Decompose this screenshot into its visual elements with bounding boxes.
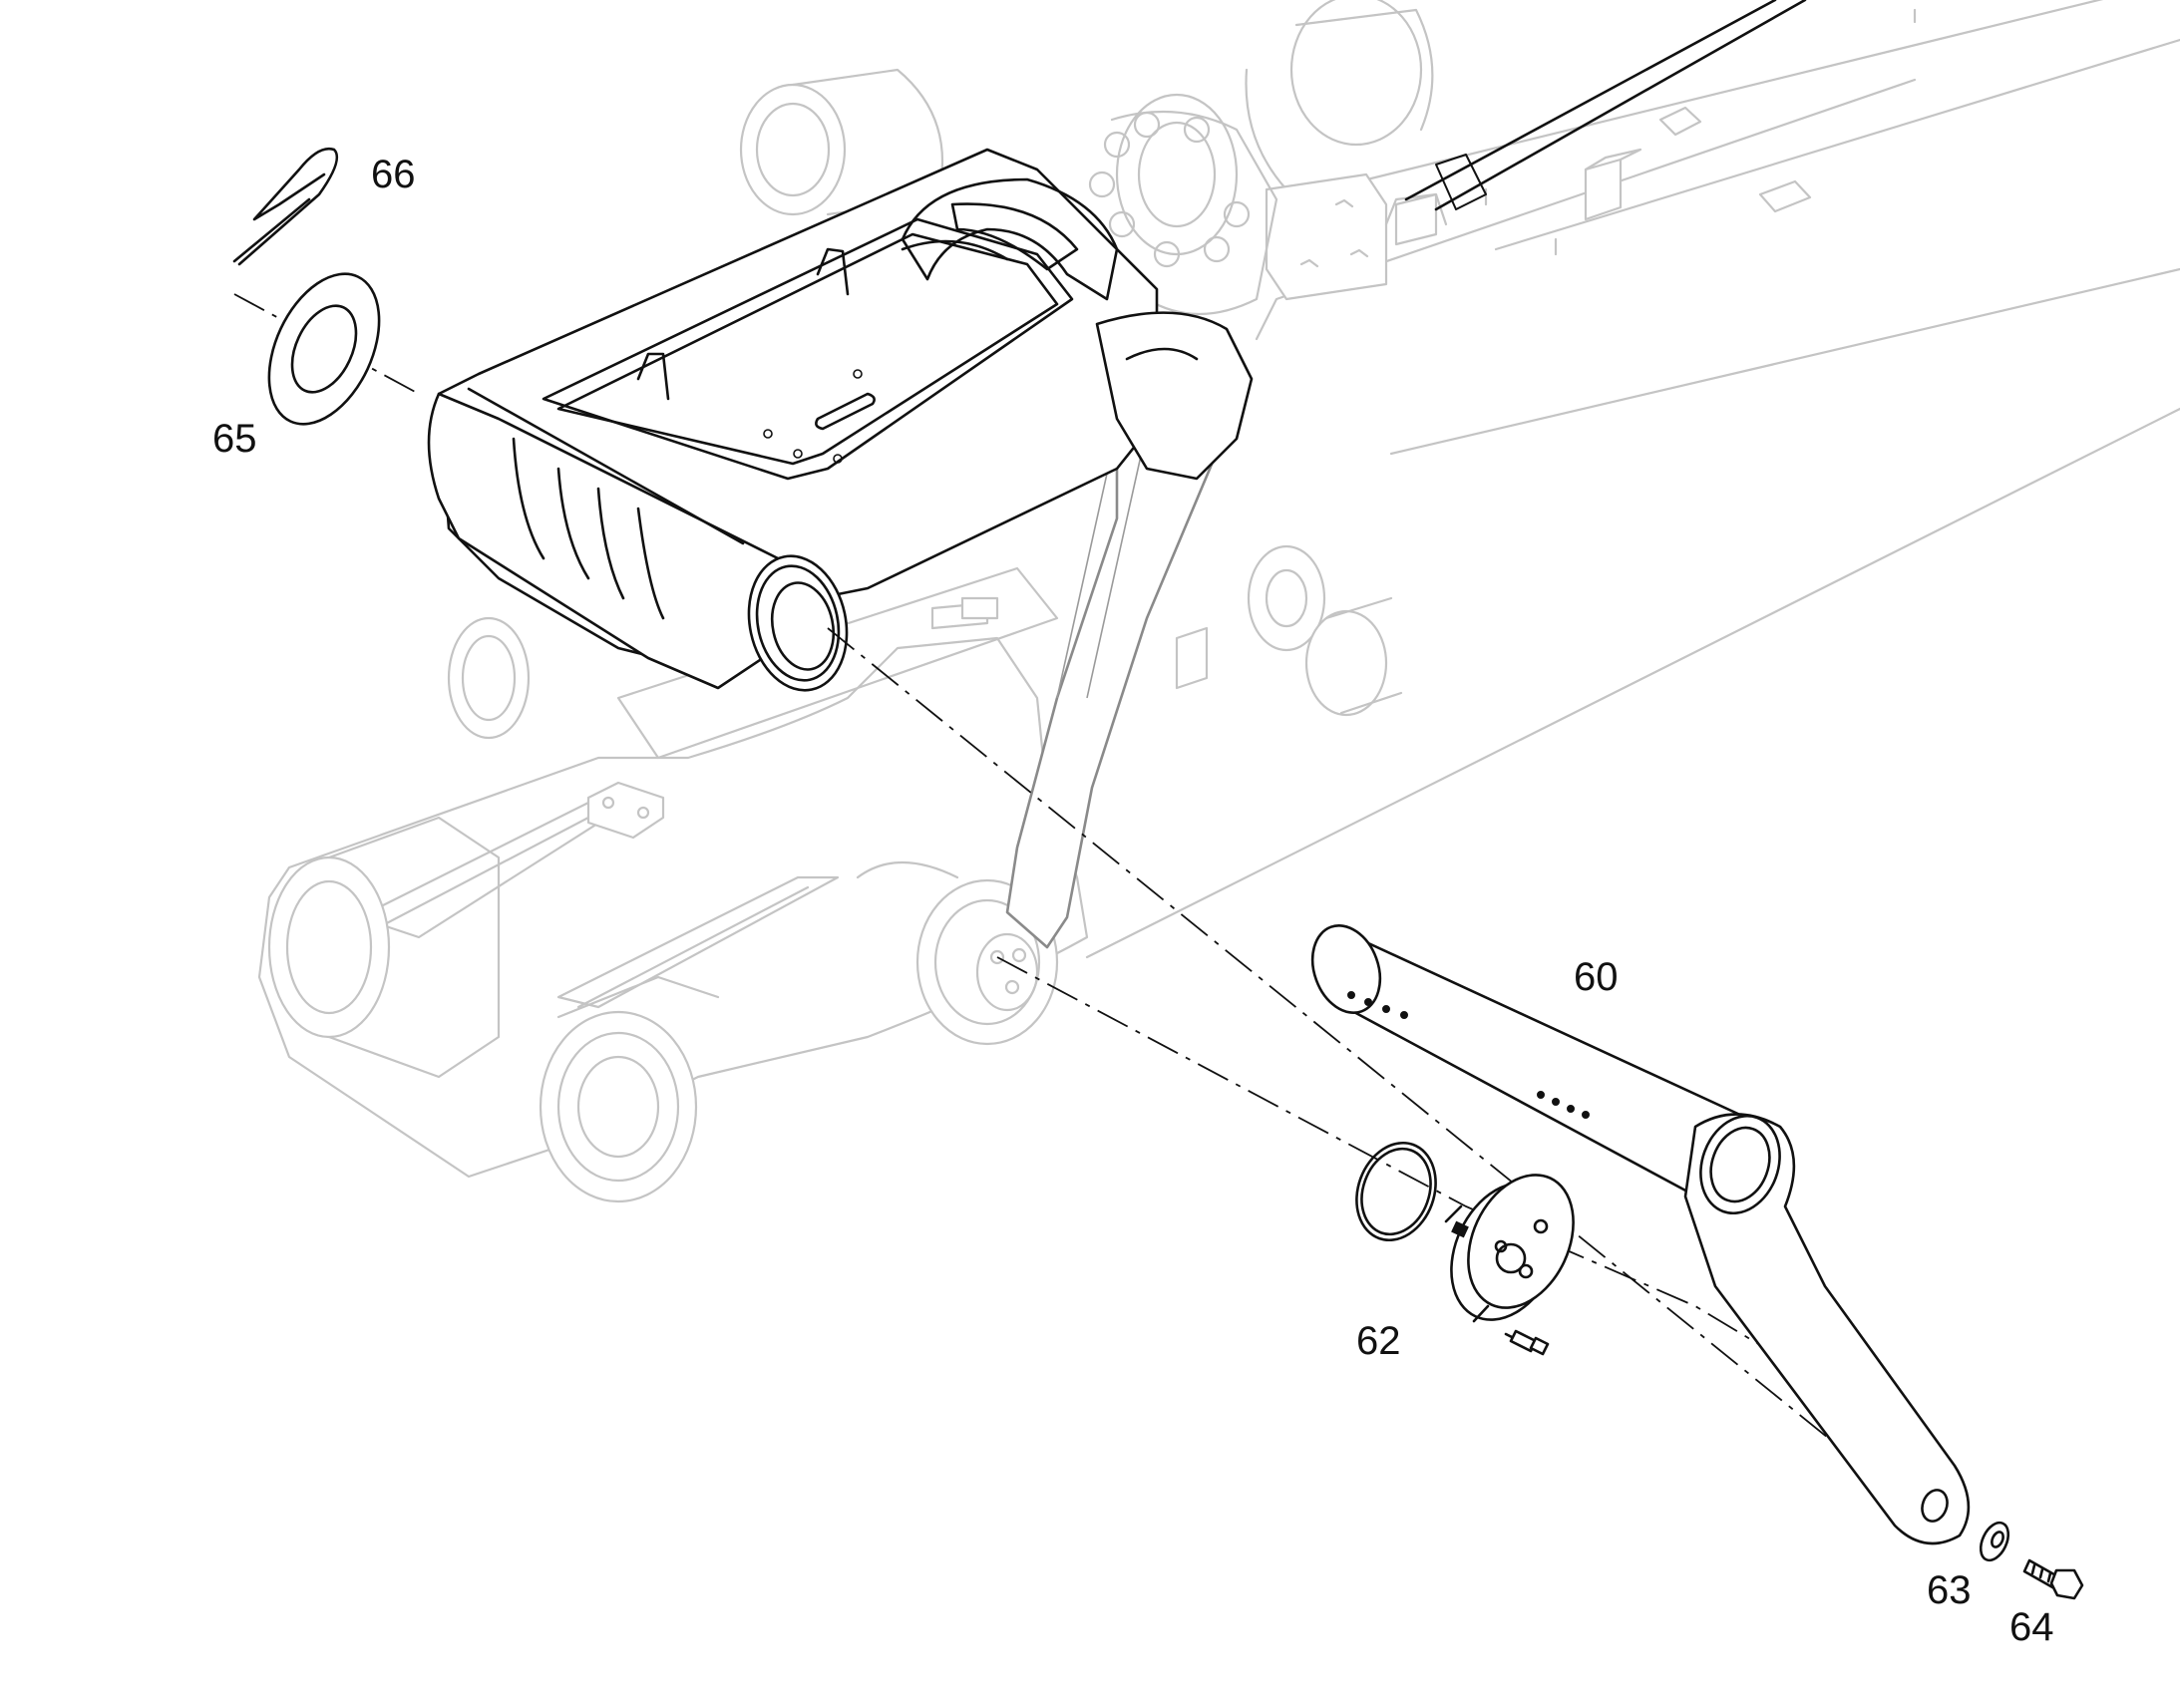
callout-65: 65	[212, 417, 257, 461]
callout-64: 64	[2009, 1605, 2054, 1649]
part-60-pin-lever	[1310, 924, 1971, 1545]
retaining-ring	[1355, 1141, 1437, 1242]
part-65-washer	[267, 272, 381, 426]
part-62-end-plate	[1444, 1174, 1575, 1356]
callout-66: 66	[371, 153, 416, 196]
callout-62: 62	[1356, 1319, 1401, 1363]
part-63-washer	[1979, 1521, 2010, 1562]
part-64-bolt	[2022, 1558, 2084, 1600]
part-66-hairpin-cotter	[232, 147, 339, 266]
swing-body	[427, 148, 1254, 692]
callout-63: 63	[1927, 1568, 1972, 1612]
callout-60: 60	[1574, 955, 1619, 999]
background-boom-assembly	[257, 0, 2180, 1203]
